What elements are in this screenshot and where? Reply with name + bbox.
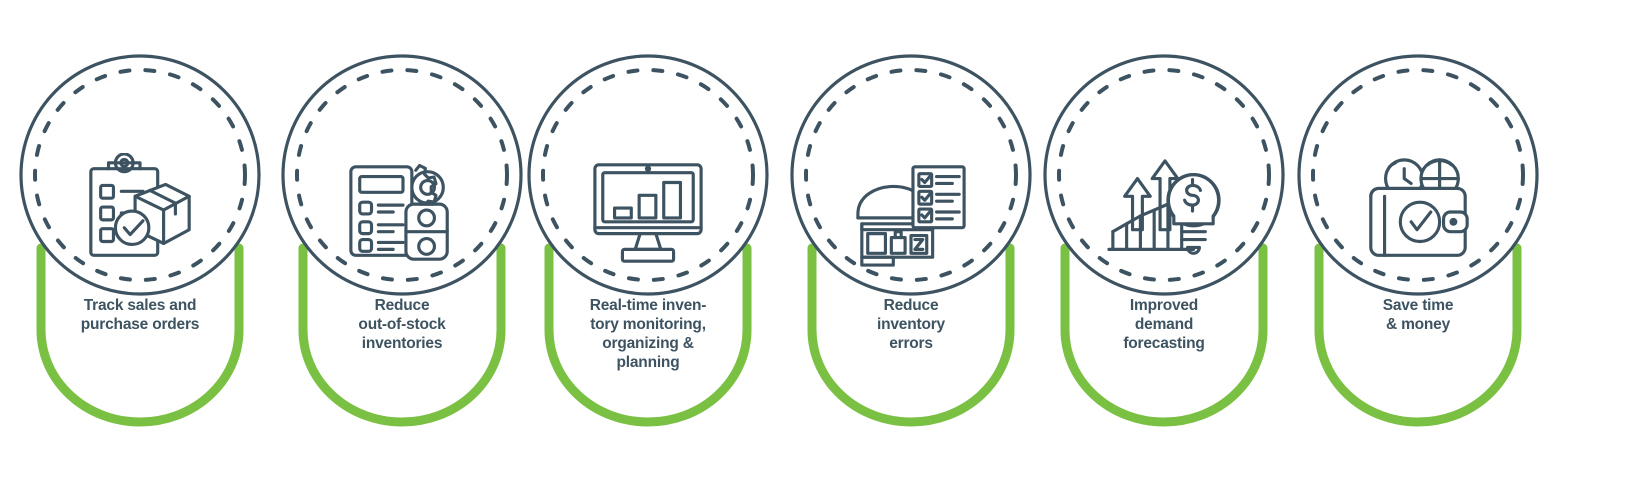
benefit-item-4[interactable]: Reduce inventory errors	[781, 0, 1041, 486]
form-gear-mobile-icon	[342, 152, 462, 272]
green-u-arc-3	[518, 0, 778, 486]
green-u-arc-2	[272, 0, 532, 486]
benefit-item-3[interactable]: Real-time inven- tory monitoring, organi…	[518, 0, 778, 486]
benefit-label-6: Save time & money	[1382, 297, 1454, 333]
warehouse-checklist-icon	[851, 152, 971, 272]
outline-circle-4	[781, 0, 1041, 486]
wallet-coins-clock-icon	[1358, 152, 1478, 272]
green-u-arc-4	[781, 0, 1041, 486]
benefit-item-1[interactable]: Track sales and purchase orders	[10, 0, 270, 486]
benefit-label-4: Reduce inventory errors	[877, 297, 945, 352]
green-u-arc-1	[10, 0, 270, 486]
benefit-item-5[interactable]: Improved demand forecasting	[1034, 0, 1294, 486]
benefit-label-2: Reduce out-of-stock inventories	[358, 297, 446, 352]
monitor-bar-chart-icon	[588, 152, 708, 272]
benefit-item-2[interactable]: Reduce out-of-stock inventories	[272, 0, 532, 486]
green-u-arc-6	[1288, 0, 1548, 486]
green-u-arc-5	[1034, 0, 1294, 486]
benefit-item-6[interactable]: Save time & money	[1288, 0, 1548, 486]
clipboard-checklist-box-icon	[80, 152, 200, 272]
growth-arrows-dollar-bulb-icon	[1104, 152, 1224, 272]
outline-circle-1	[10, 0, 270, 486]
benefit-label-3: Real-time inven- tory monitoring, organi…	[589, 297, 707, 371]
benefit-label-1: Track sales and purchase orders	[80, 297, 200, 333]
benefit-label-5: Improved demand forecasting	[1123, 297, 1205, 352]
